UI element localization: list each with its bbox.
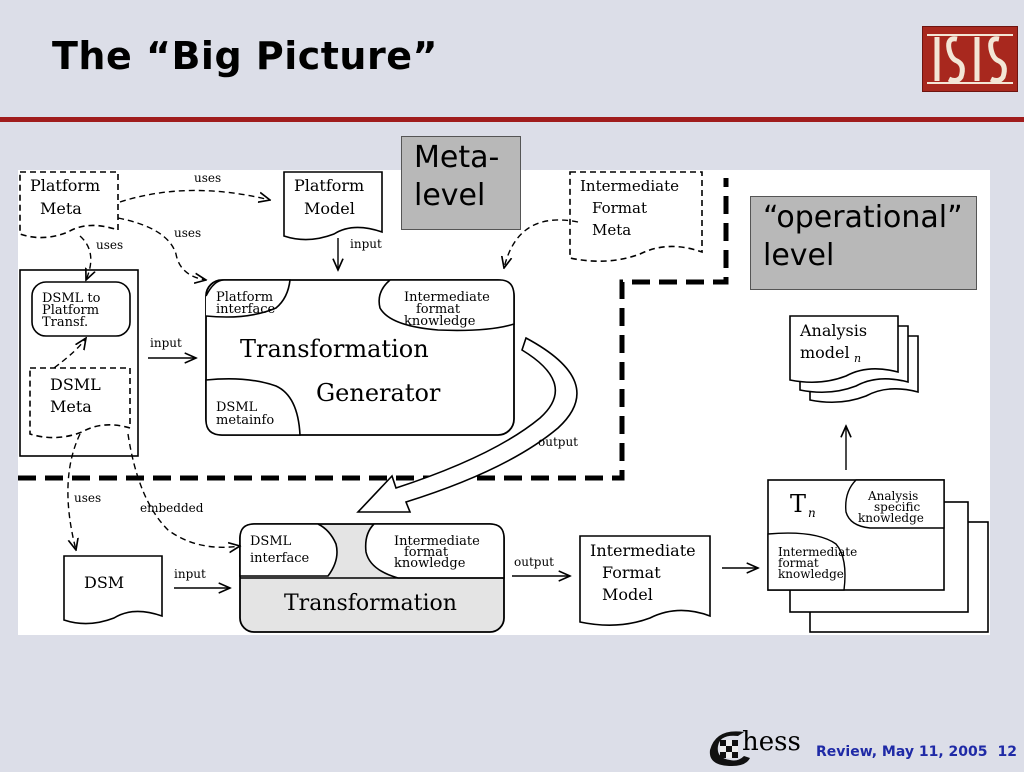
dsml-to-platform-line3: Transf. — [42, 315, 88, 330]
diagram-canvas: Platform Meta Platform Model Intermediat… — [18, 171, 989, 633]
big-picture-diagram: Platform Meta Platform Model Intermediat… — [18, 170, 990, 635]
gen-transformation-label: Transformation — [240, 335, 429, 363]
platform-model-line2: Model — [304, 199, 355, 218]
tn-ask-line2: specific — [874, 500, 921, 514]
edge-dsmlmeta-dsmltransf — [53, 338, 86, 369]
chess-logo: hess — [706, 724, 818, 768]
tn-t-label: T — [790, 490, 806, 518]
dsml-to-platform-line2: Platform — [42, 303, 99, 318]
edge-label-uses-mid: uses — [174, 226, 201, 240]
edge-platformmeta-generator — [117, 217, 206, 280]
tb-transformation-label: Transformation — [284, 591, 457, 616]
gen-ifk-line3: knowledge — [404, 314, 476, 329]
slide-footer: Review, May 11, 2005 12 — [816, 744, 1017, 760]
operational-level-callout: “operational” level — [750, 196, 977, 290]
tn-ask-line3: knowledge — [858, 511, 924, 525]
dsml-to-platform-line1: DSML to — [42, 291, 101, 306]
isis-logo-mark — [923, 27, 1017, 91]
meta-level-line1: Meta- — [414, 140, 500, 175]
operational-line2: level — [763, 238, 835, 273]
edge-ifmeta-generator — [504, 219, 579, 268]
ifmodel-line2: Format — [602, 563, 661, 582]
tn-subscript: n — [808, 506, 816, 520]
generator-output-arrow — [356, 336, 578, 513]
dsml-meta-line1: DSML — [50, 375, 101, 394]
ifmodel-line1: Intermediate — [590, 541, 696, 560]
analysis-model-line1: Analysis — [799, 321, 867, 340]
tn-stack: T n Analysis specific knowledge Intermed… — [767, 479, 989, 633]
gen-dsml-metainfo-line2: metainfo — [216, 413, 274, 428]
meta-level-line2: level — [414, 178, 486, 213]
dsml-meta-doc: DSML Meta — [29, 367, 131, 439]
edge-label-output-generator: output — [538, 435, 578, 449]
edge-platformmeta-dsmltransf — [79, 235, 91, 280]
meta-level-callout: Meta- level — [401, 136, 521, 230]
tn-ifk-line2: format — [778, 556, 819, 570]
page-number: 12 — [997, 744, 1017, 760]
gen-ifk-line2: format — [416, 302, 461, 317]
platform-meta-doc: Platform Meta — [19, 171, 119, 239]
edge-label-input-platform-model: input — [350, 237, 382, 251]
platform-model-doc: Platform Model — [283, 171, 383, 241]
chess-logo-text: hess — [742, 727, 801, 757]
ifm-line1: Intermediate — [580, 177, 679, 195]
edge-dsmlmeta-transformation — [127, 433, 240, 547]
gen-dsml-metainfo-line1: DSML — [216, 400, 258, 415]
chess-logo-mark: hess — [709, 727, 801, 766]
edge-label-uses-dsm: uses — [74, 491, 101, 505]
isis-logo — [922, 26, 1018, 92]
edge-label-uses-top: uses — [194, 171, 221, 185]
ifm-line2: Format — [592, 199, 647, 217]
tb-dsml-interface-line2: interface — [250, 551, 310, 566]
gen-ifk-line1: Intermediate — [404, 290, 490, 305]
tb-ifk-line2: format — [404, 545, 449, 560]
analysis-model-line2: model — [800, 343, 850, 362]
transformation-box: DSML interface Intermediate format knowl… — [239, 523, 505, 633]
edge-platformmeta-platformmodel — [119, 189, 270, 202]
analysis-model-stack: Analysis model n — [789, 315, 919, 404]
analysis-model-subscript: n — [854, 352, 861, 365]
edge-label-input-dsm: input — [174, 567, 206, 581]
platform-meta-line2: Meta — [40, 199, 82, 218]
intermediate-format-model-doc: Intermediate Format Model — [579, 535, 711, 626]
footer-text: Review, May 11, 2005 — [816, 744, 988, 760]
transformation-generator-box: Platform interface Intermediate format k… — [205, 279, 515, 436]
operational-line1: “operational” — [763, 200, 963, 235]
gen-platform-interface-line1: Platform — [216, 290, 273, 305]
edge-label-output-transformation: output — [514, 555, 554, 569]
ifmodel-line3: Model — [602, 585, 653, 604]
edge-dsmlmeta-dsm — [67, 433, 81, 550]
tb-dsml-interface-line1: DSML — [250, 534, 292, 549]
dsm-doc: DSM — [63, 555, 163, 625]
meta-level-boundary — [18, 178, 729, 481]
platform-model-line1: Platform — [294, 176, 364, 195]
platform-meta-line1: Platform — [30, 176, 100, 195]
tn-ask-line1: Analysis — [867, 489, 918, 503]
gen-generator-label: Generator — [316, 379, 441, 407]
edge-label-embedded: embedded — [140, 501, 204, 515]
dsm-label: DSM — [84, 573, 124, 592]
tn-ifk-line3: knowledge — [778, 567, 844, 581]
gen-platform-interface-line2: interface — [216, 302, 276, 317]
intermediate-format-meta-doc: Intermediate Format Meta — [569, 171, 703, 262]
tb-ifk-line3: knowledge — [394, 556, 466, 571]
edge-label-uses-left: uses — [96, 238, 123, 252]
edge-label-input-dsml: input — [150, 336, 182, 350]
ifm-line3: Meta — [592, 221, 631, 239]
title-rule — [0, 117, 1024, 122]
tn-ifk-line1: Intermediate — [778, 545, 857, 559]
slide-title: The “Big Picture” — [52, 34, 438, 78]
tb-ifk-line1: Intermediate — [394, 534, 480, 549]
dsml-meta-line2: Meta — [50, 397, 92, 416]
dsml-to-platform-box: DSML to Platform Transf. — [31, 281, 131, 337]
